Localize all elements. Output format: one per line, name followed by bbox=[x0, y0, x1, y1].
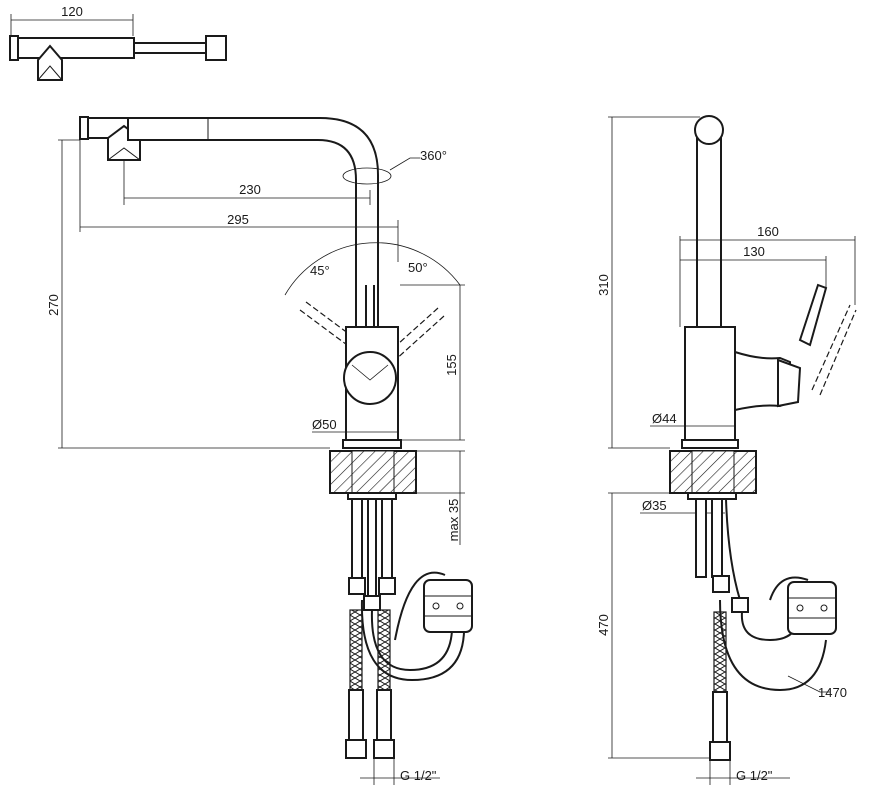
front-body-diameter-label: Ø50 bbox=[312, 417, 337, 432]
side-body-diameter-label: Ø44 bbox=[652, 411, 677, 426]
top-width-label: 120 bbox=[61, 4, 83, 19]
rotation-label: 360° bbox=[420, 148, 447, 163]
shank-diameter-label: Ø35 bbox=[642, 498, 667, 513]
spout-height-label: 310 bbox=[596, 274, 611, 296]
lever-reach-label: 160 bbox=[757, 224, 779, 239]
body-height-label: 155 bbox=[444, 354, 459, 376]
side-view: 310 160 130 Ø44 Ø35 bbox=[596, 115, 857, 785]
lever-right-angle-label: 50° bbox=[408, 260, 428, 275]
side-connection-label: G 1/2" bbox=[736, 768, 773, 783]
overall-reach-label: 295 bbox=[227, 212, 249, 227]
pullout-hose-label: 1470 bbox=[818, 685, 847, 700]
lever-reach-inner-label: 130 bbox=[743, 244, 765, 259]
top-view: 120 bbox=[9, 4, 227, 81]
hose-length-label: 470 bbox=[596, 614, 611, 636]
front-view: 360° 230 295 270 45° 50° 155 Ø50 bbox=[46, 116, 473, 785]
front-connection-label: G 1/2" bbox=[400, 768, 437, 783]
max-thickness-label: max 35 bbox=[446, 499, 461, 542]
spout-reach-label: 230 bbox=[239, 182, 261, 197]
lever-left-angle-label: 45° bbox=[310, 263, 330, 278]
height-label: 270 bbox=[46, 294, 61, 316]
